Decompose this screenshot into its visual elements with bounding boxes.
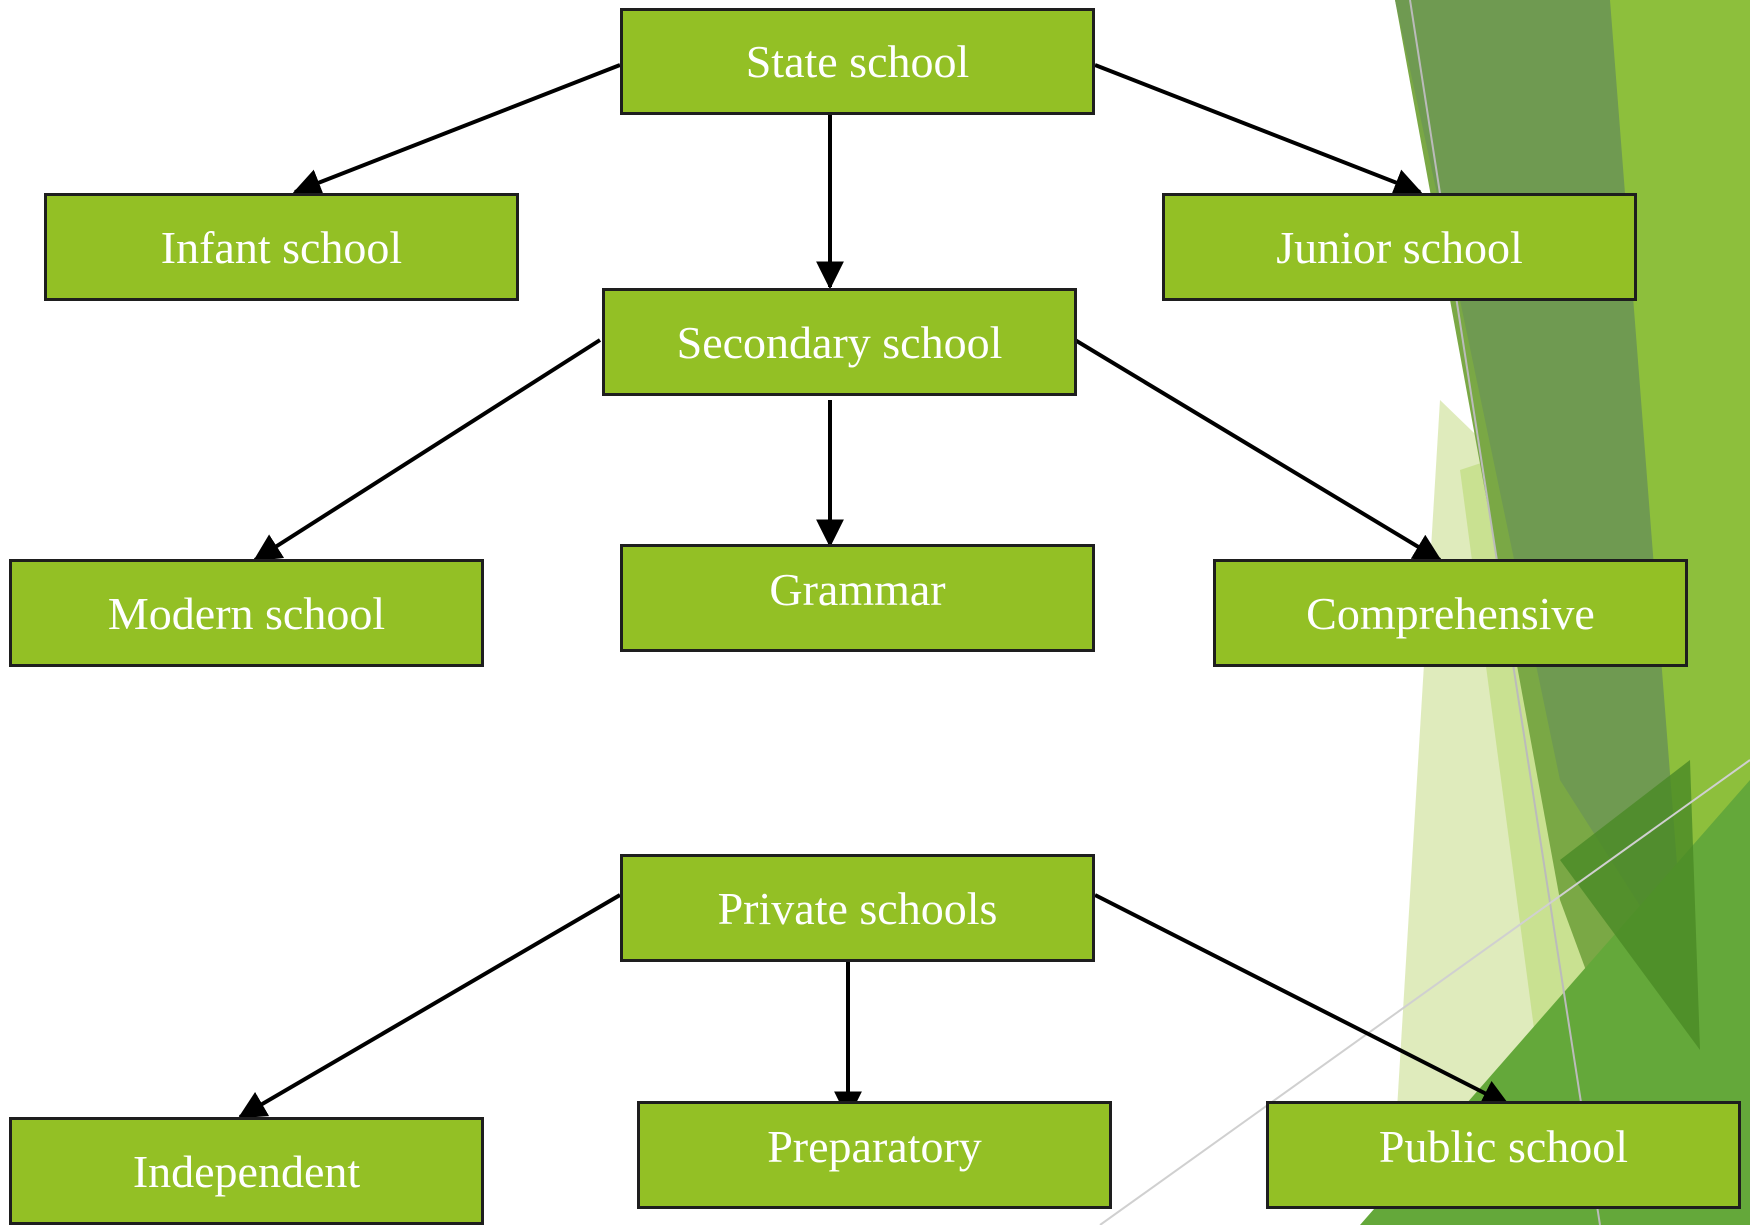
node-label: Modern school (107, 587, 386, 639)
node-preparatory: Preparatory (637, 1101, 1112, 1209)
arrow-state-to-infant (292, 63, 621, 196)
arrow-private-to-public (1094, 893, 1511, 1107)
node-label: Infant school (160, 221, 403, 273)
arrow-secondary-to-comprehensive (1073, 338, 1442, 562)
node-infant-school: Infant school (44, 193, 519, 301)
node-secondary-school: Secondary school (602, 288, 1077, 396)
node-label: Secondary school (676, 316, 1003, 368)
node-label: Private schools (717, 882, 998, 934)
node-label: State school (745, 36, 970, 87)
node-label: Public school (1378, 1120, 1629, 1172)
node-junior-school: Junior school (1162, 193, 1637, 301)
arrow-state-to-junior (1094, 63, 1423, 196)
facet-line-2 (1099, 759, 1750, 1225)
node-label: Preparatory (767, 1120, 982, 1172)
node-label: Grammar (769, 563, 946, 615)
node-state-school: State school (620, 8, 1095, 115)
node-label: Comprehensive (1306, 587, 1595, 639)
facet-bottom-deep (1560, 760, 1700, 1050)
node-independent: Independent (9, 1117, 484, 1225)
node-private-schools: Private schools (620, 854, 1095, 962)
node-grammar: Grammar (620, 544, 1095, 652)
node-label: Independent (132, 1145, 361, 1197)
node-comprehensive: Comprehensive (1213, 559, 1688, 667)
arrow-private-to-independent (237, 893, 622, 1119)
node-label: Junior school (1276, 221, 1523, 273)
arrow-secondary-to-modern (253, 338, 602, 562)
node-public-school: Public school (1266, 1101, 1741, 1209)
node-modern-school: Modern school (9, 559, 484, 667)
